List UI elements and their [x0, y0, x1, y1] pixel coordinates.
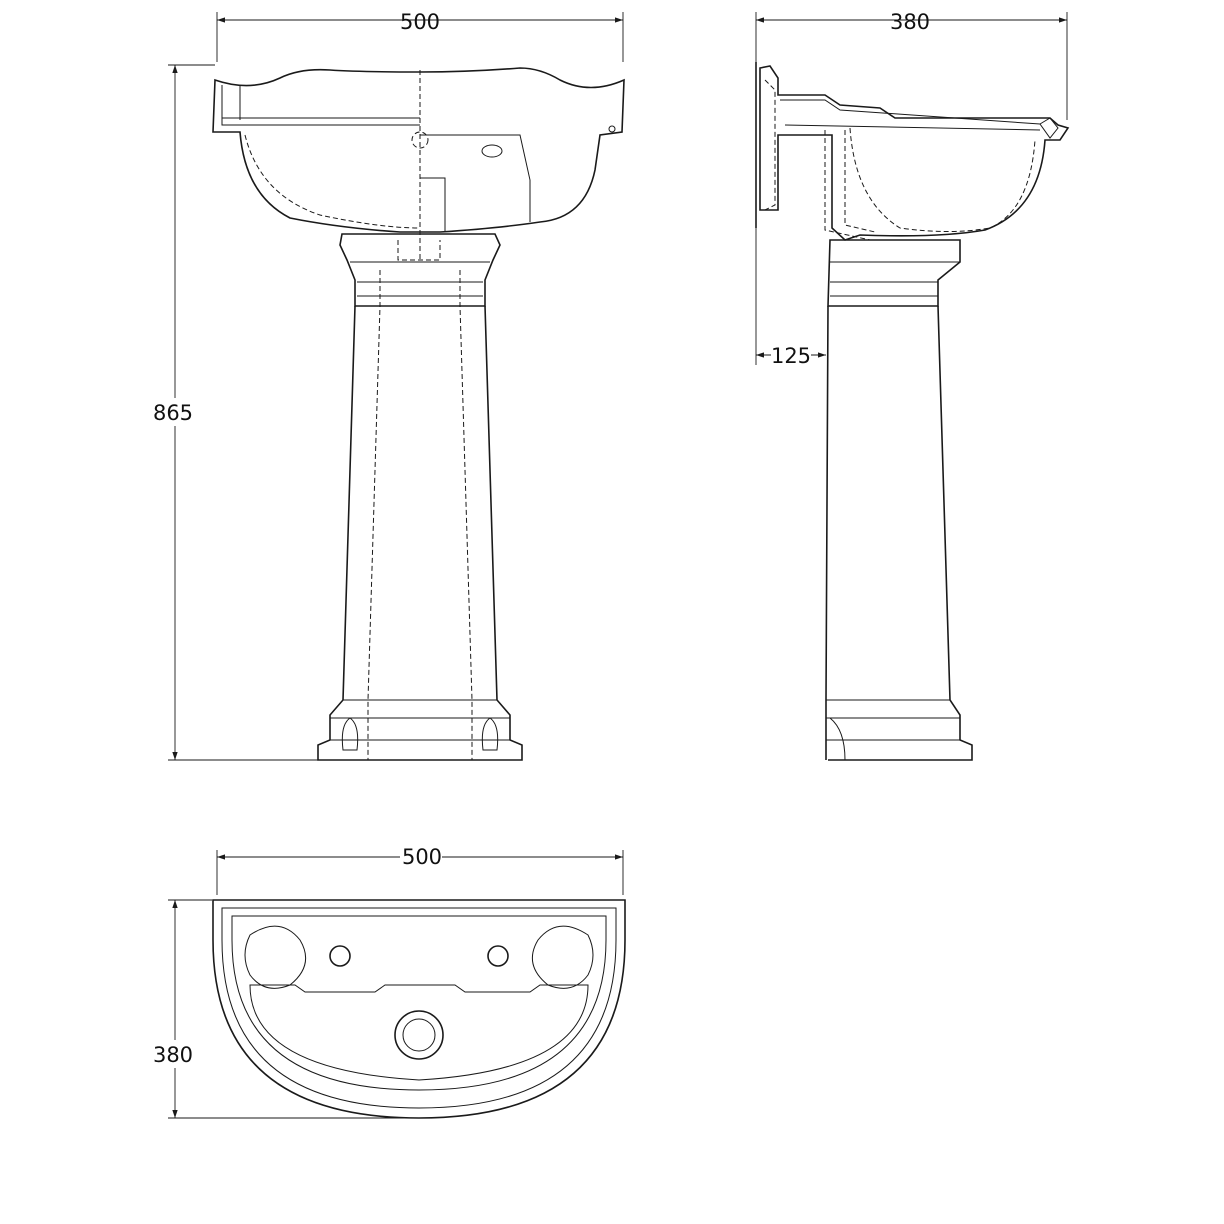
dimension-side-depth: 380: [755, 10, 1068, 120]
dimension-label-wall-offset: 125: [771, 344, 811, 368]
dimension-front-width: 500: [216, 10, 624, 62]
side-view: [755, 62, 1070, 761]
dimension-total-height: 865: [150, 64, 318, 761]
dimension-label-side-depth: 380: [890, 10, 930, 34]
dimension-label-total-height: 865: [153, 401, 193, 425]
dimension-label-top-depth: 380: [153, 1043, 193, 1067]
top-view: [212, 899, 626, 1119]
dimension-label-front-width: 500: [400, 10, 440, 34]
dimension-wall-offset: 125: [755, 228, 826, 368]
front-basin: [212, 67, 625, 260]
dimension-top-depth: 380: [150, 899, 419, 1119]
dimension-label-top-width: 500: [402, 845, 442, 869]
front-view: [212, 67, 625, 761]
dimension-top-width: 500: [216, 843, 624, 895]
front-pedestal: [317, 233, 523, 761]
